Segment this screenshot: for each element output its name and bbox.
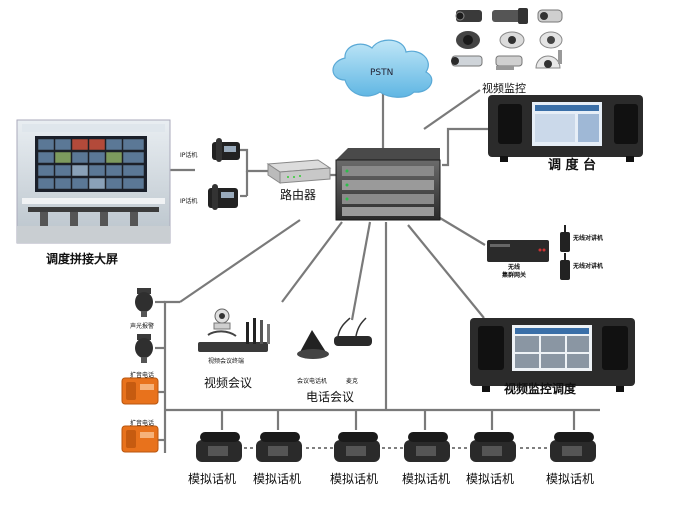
wireless-gateway-icon xyxy=(487,240,549,262)
video-surveillance-label: 视频监控 xyxy=(482,82,526,95)
video-conference-label: 视频会议 xyxy=(204,376,253,390)
analog-phone-2-icon xyxy=(256,432,302,462)
wireless-radio-2-label: 无线对讲机 xyxy=(573,263,604,270)
analog-phone-5-label: 模拟话机 xyxy=(466,472,515,486)
analog-phone-6-icon xyxy=(550,432,596,462)
ip-phone-2-label: IP话机 xyxy=(180,198,198,205)
dispatch-console-label: 调 度 台 xyxy=(548,158,597,173)
microphone-label: 麦克 xyxy=(346,378,359,385)
router-icon xyxy=(266,159,332,184)
analog-phones xyxy=(196,432,596,462)
sound-light-alarm-2-icon xyxy=(135,334,153,363)
link-ip-phones xyxy=(240,148,268,173)
broadcast-phone-2-label: 扩音电话 xyxy=(130,420,155,427)
sound-light-alarm-1-icon xyxy=(135,288,153,317)
phone-conference-icon xyxy=(297,317,372,359)
wireless-gateway-label: 无线 集群网关 xyxy=(502,264,527,279)
analog-phone-2-label: 模拟话机 xyxy=(253,472,302,486)
link-phone-conf xyxy=(350,221,372,321)
phone-conference-label: 电话会议 xyxy=(306,390,355,404)
wireless-radio-2-icon xyxy=(560,253,570,280)
ip-phone-1-label: IP话机 xyxy=(180,152,198,159)
analog-phone-4-icon xyxy=(404,432,450,462)
pstn-label: PSTN xyxy=(370,68,394,78)
video-monitor-dispatch-label: 视频监控调度 xyxy=(504,382,577,396)
video-wall-label: 调度拼接大屏 xyxy=(46,252,119,266)
camera-cluster-icon xyxy=(451,8,563,70)
link-surveillance xyxy=(423,89,481,130)
wireless-radio-1-label: 无线对讲机 xyxy=(573,235,604,242)
broadcast-phone-2-icon xyxy=(121,425,159,453)
analog-phone-3-icon xyxy=(334,432,380,462)
core-switch-icon xyxy=(335,148,441,221)
analog-phone-1-label: 模拟话机 xyxy=(188,472,237,486)
connection-lines xyxy=(155,89,600,453)
link-analog-bus xyxy=(179,219,301,303)
link-console xyxy=(442,127,488,167)
dispatch-console-icon xyxy=(488,95,643,162)
broadcast-phone-1-label: 扩音电话 xyxy=(130,372,155,379)
ip-phone-1-icon xyxy=(212,138,240,162)
analog-phone-6-label: 模拟话机 xyxy=(546,472,595,486)
broadcast-phone-1-icon xyxy=(121,377,159,405)
router-label: 路由器 xyxy=(280,188,317,202)
video-monitor-dispatch-icon xyxy=(470,318,635,392)
link-left-bus xyxy=(163,300,180,453)
video-conference-icon xyxy=(198,308,270,352)
pstn-cloud xyxy=(332,39,433,98)
analog-phone-3-label: 模拟话机 xyxy=(330,472,379,486)
video-conf-terminal-label: 视频会议终端 xyxy=(208,358,245,365)
analog-phone-4-label: 模拟话机 xyxy=(402,472,451,486)
sound-light-alarm-label: 声光报警 xyxy=(130,323,155,330)
wireless-radio-1-icon xyxy=(560,225,570,252)
link-video-conf xyxy=(281,221,343,303)
ip-phone-2-icon xyxy=(208,184,238,210)
conf-phone-label: 会议电话机 xyxy=(297,378,328,385)
link-monitor-dispatch xyxy=(407,224,485,319)
link-wireless xyxy=(439,217,486,246)
video-wall-room-icon xyxy=(16,119,171,244)
analog-phone-1-icon xyxy=(196,432,242,462)
analog-phone-5-icon xyxy=(470,432,516,462)
